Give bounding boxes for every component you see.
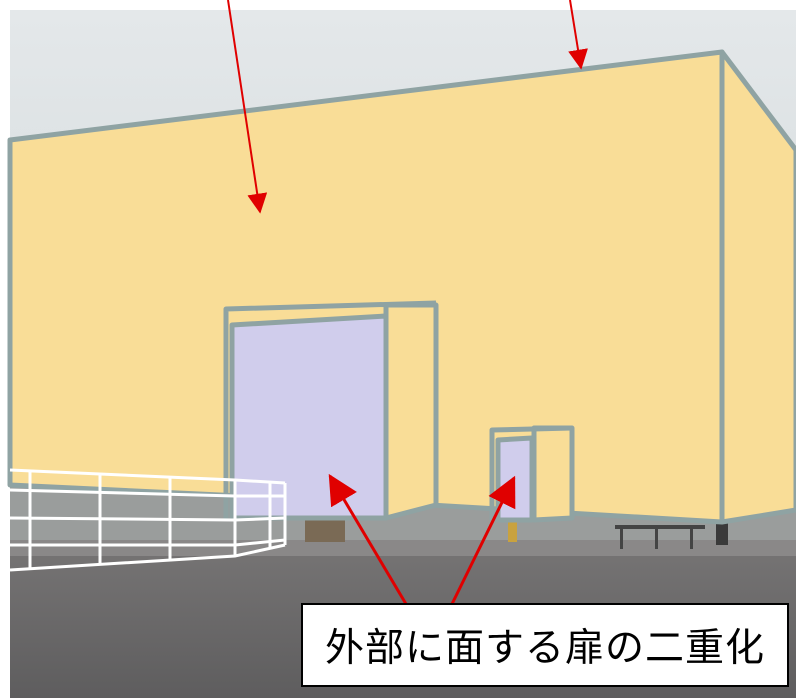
background-bench-leg xyxy=(620,529,623,549)
large-door xyxy=(229,313,389,521)
railing xyxy=(9,468,287,572)
arrow-to-small-door xyxy=(450,475,516,605)
arrow-to-front-wall xyxy=(227,0,268,214)
debris xyxy=(305,520,345,542)
arrow-to-roof-edge xyxy=(568,0,588,70)
small-door-vestibule-side xyxy=(531,425,575,523)
background-bench-leg xyxy=(655,529,658,549)
large-door-vestibule-top xyxy=(223,300,437,520)
hydrant xyxy=(508,520,517,542)
building-front-wall xyxy=(7,49,725,525)
background-bench-leg xyxy=(690,529,693,549)
large-door-vestibule-side xyxy=(383,302,439,521)
caption-text: 外部に面する扉の二重化 xyxy=(324,626,765,671)
sidewalk xyxy=(10,540,796,556)
caption-box: 外部に面する扉の二重化 xyxy=(301,603,789,687)
background-bench xyxy=(615,525,705,529)
arrow-to-large-door xyxy=(328,473,408,605)
